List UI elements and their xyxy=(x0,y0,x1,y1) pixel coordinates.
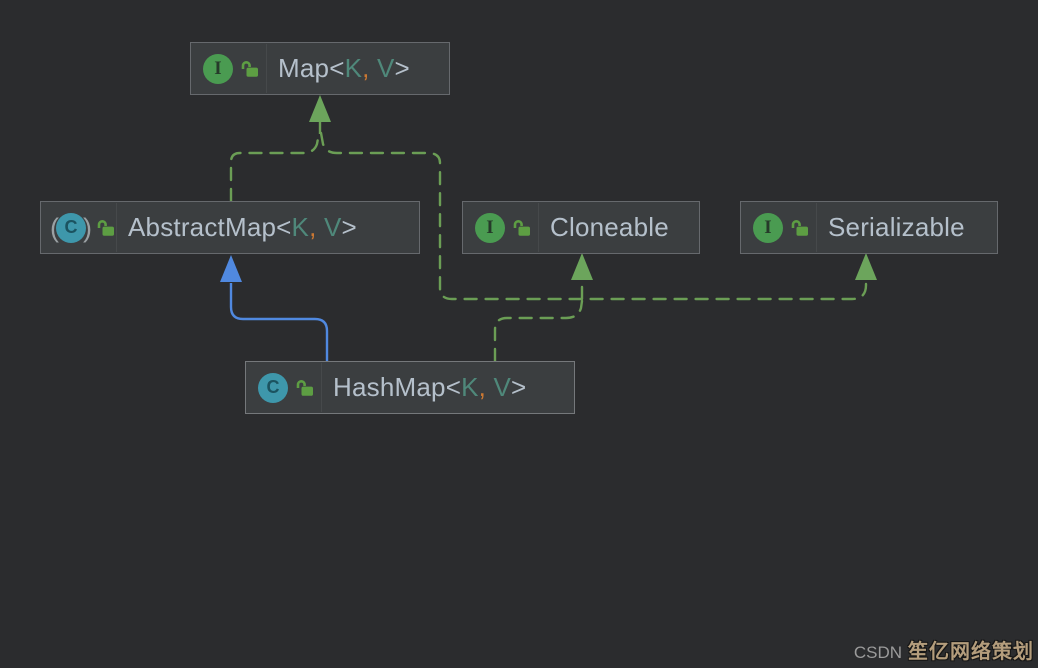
interface-icon: I xyxy=(475,212,505,243)
node-cloneable-icons: I xyxy=(475,202,532,253)
watermark-prefix: CSDN xyxy=(853,643,902,662)
node-abstractmap-icons: ( C ) xyxy=(50,202,116,253)
arrowhead-abstractmap xyxy=(220,255,242,282)
node-hashmap-label: HashMap<K, V> xyxy=(333,372,527,402)
node-cloneable[interactable]: I Cloneable xyxy=(462,201,700,254)
open-lock-icon xyxy=(296,379,313,396)
divider xyxy=(266,44,267,93)
arrowhead-cloneable xyxy=(571,253,593,280)
divider xyxy=(116,203,117,252)
edge-hashmap-junction xyxy=(493,299,584,363)
edge-abstractmap-implements-map xyxy=(229,131,321,203)
node-hashmap-icons: C xyxy=(258,362,315,413)
open-lock-icon xyxy=(241,60,258,77)
arrowhead-serializable xyxy=(855,253,877,280)
interface-icon: I xyxy=(753,212,783,243)
abstract-paren-close: ) xyxy=(83,212,92,243)
divider xyxy=(321,363,322,412)
divider xyxy=(816,203,817,252)
interface-icon: I xyxy=(203,53,233,84)
node-map-label: Map<K, V> xyxy=(278,53,410,83)
node-map-icons: I xyxy=(203,43,260,94)
node-serializable[interactable]: I Serializable xyxy=(740,201,998,254)
node-serializable-label: Serializable xyxy=(828,212,965,242)
arrowhead-map xyxy=(309,95,331,122)
node-map[interactable]: I Map<K, V> xyxy=(190,42,450,95)
abstract-paren-open: ( xyxy=(50,212,59,243)
watermark: CSDN 笙亿网络策划 xyxy=(854,635,1034,664)
edge-hashmap-extends-abstractmap xyxy=(229,283,329,361)
node-abstractmap[interactable]: ( C ) AbstractMap<K, V> xyxy=(40,201,420,254)
class-icon: C xyxy=(258,372,288,403)
node-serializable-icons: I xyxy=(753,202,810,253)
open-lock-icon xyxy=(791,219,808,236)
node-abstractmap-label: AbstractMap<K, V> xyxy=(128,212,357,242)
open-lock-icon xyxy=(97,219,114,236)
watermark-brand: 笙亿网络策划 xyxy=(908,641,1034,663)
open-lock-icon xyxy=(513,219,530,236)
divider xyxy=(538,203,539,252)
node-hashmap[interactable]: C HashMap<K, V> xyxy=(245,361,575,414)
node-cloneable-label: Cloneable xyxy=(550,212,669,242)
abstract-class-icon: C xyxy=(56,212,86,243)
